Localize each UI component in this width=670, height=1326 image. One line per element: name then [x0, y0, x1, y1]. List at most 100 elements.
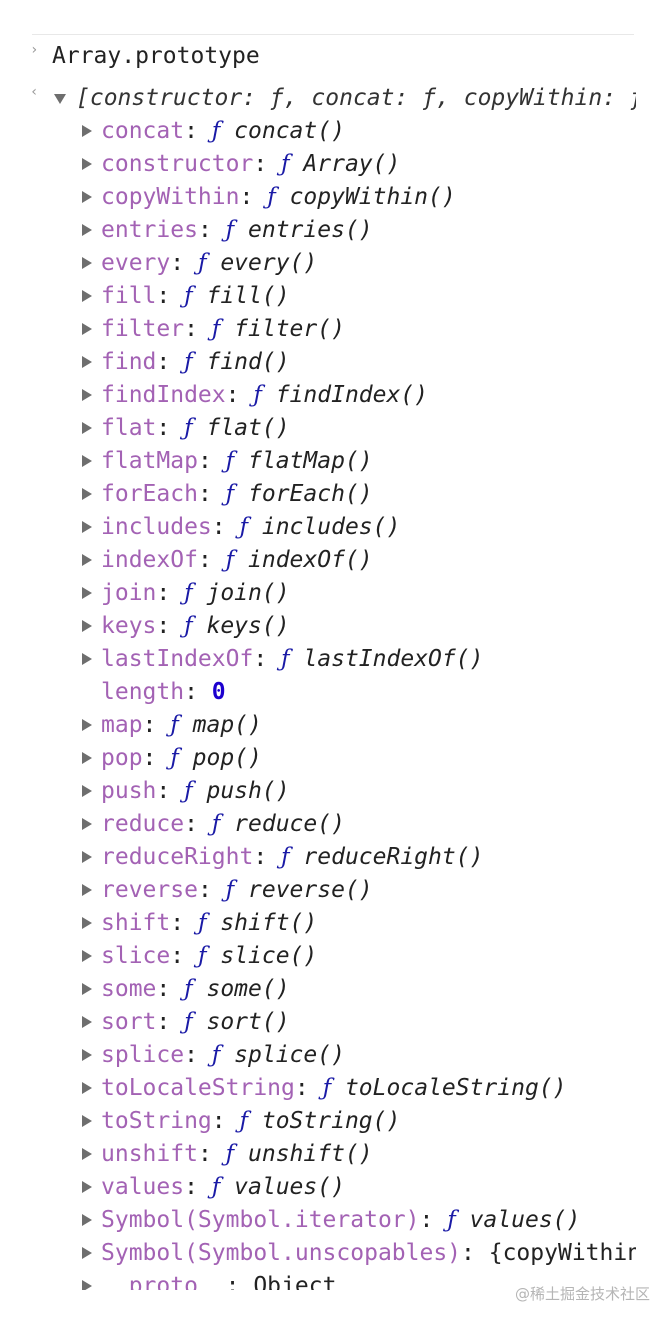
function-icon: ƒ — [197, 910, 207, 936]
triangle-right-icon[interactable] — [82, 1049, 92, 1061]
function-icon: ƒ — [253, 382, 262, 408]
property-row[interactable]: findIndex: ƒ findIndex() — [0, 379, 636, 412]
triangle-right-icon[interactable] — [82, 851, 92, 863]
triangle-right-icon[interactable] — [82, 1115, 92, 1127]
property-row[interactable]: pop: ƒ pop() — [0, 742, 636, 775]
triangle-right-icon[interactable] — [82, 818, 92, 830]
triangle-right-icon[interactable] — [82, 554, 92, 566]
property-value: 0 — [211, 679, 226, 705]
property-row[interactable]: concat: ƒ concat() — [0, 115, 636, 148]
function-icon: ƒ — [211, 1174, 221, 1200]
property-value: values() — [469, 1207, 581, 1233]
property-row[interactable]: toString: ƒ toString() — [0, 1105, 636, 1138]
property-row[interactable]: values: ƒ values() — [0, 1171, 636, 1204]
triangle-right-icon[interactable] — [82, 917, 92, 929]
triangle-right-icon[interactable] — [82, 983, 92, 995]
triangle-right-icon[interactable] — [82, 224, 92, 236]
property-colon: : — [184, 316, 212, 342]
property-text: values: ƒ values() — [101, 1171, 345, 1204]
triangle-right-icon[interactable] — [82, 488, 92, 500]
property-value: pop() — [192, 745, 262, 771]
triangle-right-icon[interactable] — [82, 356, 92, 368]
triangle-right-icon[interactable] — [82, 1214, 92, 1226]
triangle-right-icon[interactable] — [82, 587, 92, 599]
property-row[interactable]: reduce: ƒ reduce() — [0, 808, 636, 841]
console-result-line[interactable]: ‹ [constructor: ƒ, concat: ƒ, copyWithin… — [30, 82, 636, 115]
triangle-right-icon[interactable] — [82, 752, 92, 764]
property-colon: : — [294, 1075, 323, 1101]
triangle-right-icon[interactable] — [82, 521, 92, 533]
property-row[interactable]: join: ƒ join() — [0, 577, 636, 610]
property-row[interactable]: Symbol(Symbol.iterator): ƒ values() — [0, 1204, 636, 1237]
triangle-right-icon[interactable] — [82, 950, 92, 962]
property-key: pop — [101, 745, 143, 771]
property-colon: : — [197, 217, 226, 243]
property-row[interactable]: find: ƒ find() — [0, 346, 636, 379]
triangle-right-icon[interactable] — [82, 125, 92, 137]
triangle-right-icon[interactable] — [82, 1148, 92, 1160]
property-key: keys — [101, 613, 157, 639]
triangle-right-icon[interactable] — [82, 290, 92, 302]
triangle-right-icon[interactable] — [82, 1181, 92, 1193]
property-colon: : — [225, 382, 254, 408]
triangle-right-icon[interactable] — [82, 389, 92, 401]
triangle-right-icon[interactable] — [82, 884, 92, 896]
function-icon: ƒ — [267, 184, 276, 210]
property-colon: : — [253, 844, 282, 870]
property-value: lastIndexOf() — [303, 646, 484, 672]
property-text: length: 0 — [101, 676, 226, 709]
property-row[interactable]: indexOf: ƒ indexOf() — [0, 544, 636, 577]
triangle-right-icon[interactable] — [82, 191, 92, 203]
triangle-right-icon[interactable] — [82, 1280, 92, 1290]
property-row[interactable]: sort: ƒ sort() — [0, 1006, 636, 1039]
property-row[interactable]: includes: ƒ includes() — [0, 511, 636, 544]
property-row[interactable]: filter: ƒ filter() — [0, 313, 636, 346]
property-row[interactable]: unshift: ƒ unshift() — [0, 1138, 636, 1171]
property-row[interactable]: forEach: ƒ forEach() — [0, 478, 636, 511]
triangle-right-icon[interactable] — [82, 257, 92, 269]
property-row[interactable]: slice: ƒ slice() — [0, 940, 636, 973]
property-row[interactable]: reduceRight: ƒ reduceRight() — [0, 841, 636, 874]
property-row[interactable]: lastIndexOf: ƒ lastIndexOf() — [0, 643, 636, 676]
property-text: join: ƒ join() — [101, 577, 290, 610]
property-row[interactable]: Symbol(Symbol.unscopables): {copyWithin:… — [0, 1237, 636, 1270]
property-value: reduce() — [234, 811, 345, 837]
triangle-right-icon[interactable] — [82, 1082, 92, 1094]
triangle-right-icon[interactable] — [82, 455, 92, 467]
triangle-right-icon[interactable] — [82, 719, 92, 731]
property-row[interactable]: fill: ƒ fill() — [0, 280, 636, 313]
property-row[interactable]: constructor: ƒ Array() — [0, 148, 636, 181]
property-row[interactable]: flat: ƒ flat() — [0, 412, 636, 445]
triangle-right-icon[interactable] — [82, 1016, 92, 1028]
property-row[interactable]: keys: ƒ keys() — [0, 610, 636, 643]
property-row[interactable]: toLocaleString: ƒ toLocaleString() — [0, 1072, 636, 1105]
result-summary: [constructor: ƒ, concat: ƒ, copyWithin: … — [76, 85, 636, 111]
property-text: concat: ƒ concat() — [101, 115, 345, 148]
property-value: Array() — [303, 151, 401, 177]
property-row[interactable]: __proto__: Object — [0, 1270, 636, 1290]
property-row[interactable]: every: ƒ every() — [0, 247, 636, 280]
property-row[interactable]: copyWithin: ƒ copyWithin() — [0, 181, 636, 214]
triangle-right-icon[interactable] — [82, 1247, 92, 1259]
property-row[interactable]: map: ƒ map() — [0, 709, 636, 742]
property-row[interactable]: splice: ƒ splice() — [0, 1039, 636, 1072]
property-row[interactable]: reverse: ƒ reverse() — [0, 874, 636, 907]
property-row[interactable]: flatMap: ƒ flatMap() — [0, 445, 636, 478]
triangle-right-icon[interactable] — [82, 653, 92, 665]
property-key: length — [101, 679, 185, 705]
triangle-right-icon[interactable] — [82, 620, 92, 632]
property-row[interactable]: push: ƒ push() — [0, 775, 636, 808]
property-row[interactable]: entries: ƒ entries() — [0, 214, 636, 247]
property-text: every: ƒ every() — [101, 247, 317, 280]
property-row[interactable]: shift: ƒ shift() — [0, 907, 636, 940]
triangle-down-icon[interactable] — [54, 94, 66, 104]
triangle-right-icon[interactable] — [82, 158, 92, 170]
triangle-right-icon[interactable] — [82, 785, 92, 797]
property-row[interactable]: some: ƒ some() — [0, 973, 636, 1006]
triangle-right-icon[interactable] — [82, 323, 92, 335]
triangle-right-icon[interactable] — [82, 422, 92, 434]
property-value: push() — [206, 778, 290, 804]
property-value: indexOf() — [248, 547, 373, 573]
function-icon: ƒ — [225, 1141, 235, 1167]
property-key: lastIndexOf — [101, 646, 254, 672]
